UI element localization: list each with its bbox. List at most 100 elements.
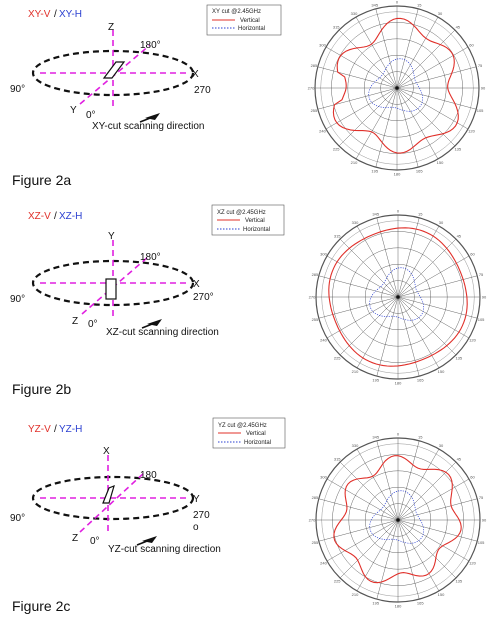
polar-tick-label: 195 — [372, 601, 379, 606]
polar-pattern-chart: 0153045607590105120135150165180195210225… — [309, 209, 487, 386]
polar-tick-label: 165 — [416, 169, 423, 174]
polar-grid-spoke — [397, 461, 457, 521]
polar-tick-label: 270 — [308, 86, 315, 91]
polar-grid-spoke — [397, 519, 420, 600]
polar-grid-spoke — [396, 87, 456, 147]
polar-grid-spoke — [396, 16, 439, 89]
polar-grid-spoke — [338, 29, 398, 89]
polar-tick-label: 120 — [468, 129, 475, 134]
polar-grid-spoke — [355, 87, 398, 160]
polar-tick-label: 270 — [309, 518, 316, 523]
label-0: 0° — [88, 319, 98, 330]
polar-tick-label: 150 — [438, 369, 445, 374]
polar-grid-spoke — [396, 87, 439, 160]
polar-tick-label: 30 — [439, 443, 444, 448]
polar-tick-label: 75 — [479, 495, 484, 500]
polar-grid-spoke — [397, 519, 470, 562]
polar-tick-label: 90 — [482, 518, 487, 523]
polar-grid-spoke — [318, 498, 399, 521]
legend-horizontal-label: Horizontal — [243, 227, 270, 233]
polar-tick-label: 135 — [455, 578, 462, 583]
polar-grid-spoke — [355, 16, 398, 89]
polar-grid-spoke — [397, 519, 478, 542]
label-180: 180° — [140, 40, 161, 51]
polar-tick-label: 345 — [372, 211, 379, 216]
figure-caption: Figure 2a — [12, 172, 72, 188]
polar-grid-spoke — [318, 519, 399, 542]
label-axis-diagonal: Z — [72, 533, 78, 544]
antenna-device — [105, 278, 117, 300]
polar-grid-spoke — [396, 29, 456, 89]
polar-tick-label: 15 — [418, 211, 423, 216]
polar-grid-spoke — [338, 87, 398, 147]
scan-ellipse — [31, 49, 195, 97]
polar-grid-spoke — [397, 448, 440, 521]
polar-tick-label: 255 — [312, 540, 319, 545]
antenna-device — [102, 61, 126, 79]
polar-tick-label: 150 — [438, 592, 445, 597]
scan-ellipse — [31, 475, 195, 521]
polar-tick-label: 345 — [372, 434, 379, 439]
vertical-pattern-curve — [332, 17, 459, 154]
polar-tick-label: 75 — [478, 63, 483, 68]
polar-grid-spoke — [397, 296, 457, 356]
polar-tick-label: 255 — [311, 108, 318, 113]
polar-grid-spoke — [317, 66, 398, 89]
polar-grid-spoke — [397, 519, 457, 579]
polar-tick-label: 210 — [352, 592, 359, 597]
legend: XY cut @2.45GHz Vertical Horizontal — [206, 4, 282, 36]
polar-tick-label: 240 — [320, 561, 327, 566]
title-vertical: XY-V — [28, 9, 51, 20]
polar-grid-spoke — [326, 519, 399, 562]
polar-grid-spoke — [396, 87, 477, 110]
polar-tick-label: 15 — [418, 434, 423, 439]
polar-tick-label: 0 — [397, 432, 400, 437]
polar-grid-spoke — [356, 296, 399, 369]
polar-center — [396, 518, 400, 522]
polar-tick-label: 285 — [312, 495, 319, 500]
title-slash: / — [54, 211, 57, 222]
polar-grid-spoke — [397, 478, 470, 521]
polar-grid-spoke — [339, 296, 399, 356]
polar-tick-label: 90 — [482, 295, 487, 300]
label-axis-horizontal: X — [192, 69, 199, 80]
polar-grid-spoke — [356, 519, 399, 592]
polar-tick-label: 150 — [437, 160, 444, 165]
legend-vertical-label: Vertical — [240, 18, 260, 24]
polar-tick-label: 225 — [334, 578, 341, 583]
polar-tick-label: 300 — [320, 475, 327, 480]
polar-tick-label: 195 — [371, 169, 378, 174]
polar-pattern-chart: 0153045607590105120135150165180195210225… — [309, 432, 487, 609]
legend: YZ cut @2.45GHz Vertical Horizontal — [212, 417, 286, 449]
polar-tick-label: 330 — [352, 443, 359, 448]
polar-grid-spoke — [376, 296, 399, 377]
polar-tick-label: 210 — [352, 369, 359, 374]
polar-tick-label: 225 — [333, 146, 340, 151]
polar-tick-label: 300 — [319, 43, 326, 48]
polar-tick-label: 315 — [334, 457, 341, 462]
polar-grid-spoke — [396, 46, 469, 89]
antenna-device — [102, 484, 115, 504]
polar-tick-label: 255 — [312, 317, 319, 322]
figure-2a-panel: XY-V / XY-H Z X Y 180° 270 90° 0° XY-cut… — [10, 0, 486, 177]
polar-tick-label: 30 — [439, 220, 444, 225]
polar-tick-label: 345 — [371, 2, 378, 7]
title-vertical: YZ-V — [28, 424, 51, 435]
horizontal-pattern-curve — [368, 58, 424, 112]
polar-tick-label: 285 — [312, 272, 319, 277]
polar-tick-label: 180 — [395, 381, 402, 386]
figure-2c-panel: YZ-V / YZ-H X Y Z 180 270 o 90° 0° YZ-cu… — [10, 417, 487, 609]
antenna-coordinate-diagram: Z X Y 180° 270 90° 0° XY-cut scanning di… — [10, 22, 211, 132]
polar-grid-spoke — [397, 255, 470, 298]
polar-grid-spoke — [339, 238, 399, 298]
legend-vertical-label: Vertical — [246, 431, 266, 437]
figure-caption: Figure 2b — [12, 381, 72, 397]
label-0: 0° — [86, 110, 96, 121]
horizontal-pattern-curve — [369, 267, 425, 321]
title-horizontal: YZ-H — [59, 424, 82, 435]
figure-caption: Figure 2c — [12, 598, 71, 614]
label-180: 180 — [140, 470, 157, 481]
polar-tick-label: 15 — [417, 2, 422, 7]
polar-tick-label: 60 — [469, 43, 474, 48]
polar-tick-label: 225 — [334, 355, 341, 360]
